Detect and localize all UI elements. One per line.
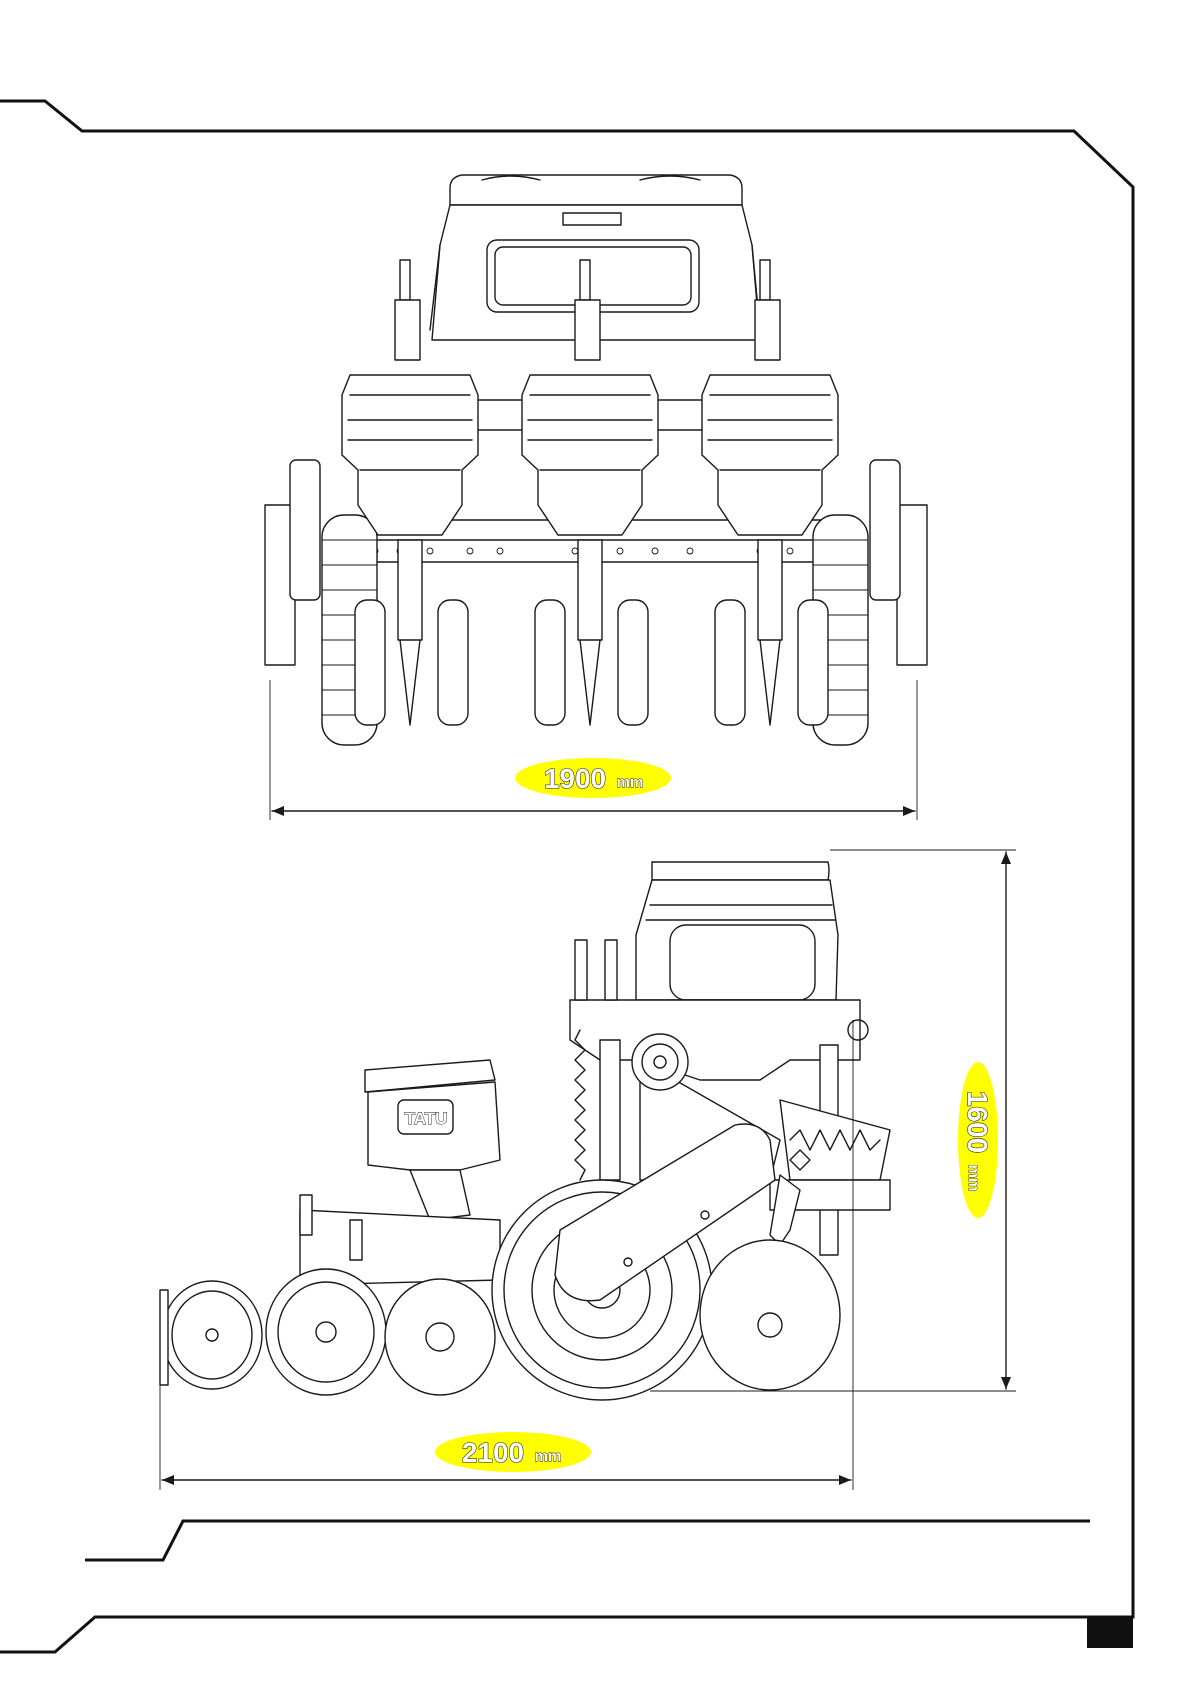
seed-disc-gear bbox=[632, 1034, 688, 1090]
page-corner-tab bbox=[1087, 1618, 1133, 1648]
logo-text: TATU bbox=[405, 1109, 448, 1128]
length-unit: mm bbox=[535, 1448, 562, 1465]
height-unit: mm bbox=[965, 1165, 982, 1192]
length-value: 2100 bbox=[462, 1437, 524, 1468]
tatu-logo: TATU bbox=[398, 1100, 453, 1134]
width-unit: mm bbox=[617, 774, 644, 791]
width-value: 1900 bbox=[544, 763, 606, 794]
front-view: 1900 mm bbox=[265, 175, 927, 820]
height-value: 1600 bbox=[962, 1091, 993, 1153]
fertilizer-hopper: TATU bbox=[365, 1060, 500, 1220]
side-view: TATU bbox=[160, 850, 1016, 1490]
side-wheels bbox=[160, 1124, 840, 1400]
